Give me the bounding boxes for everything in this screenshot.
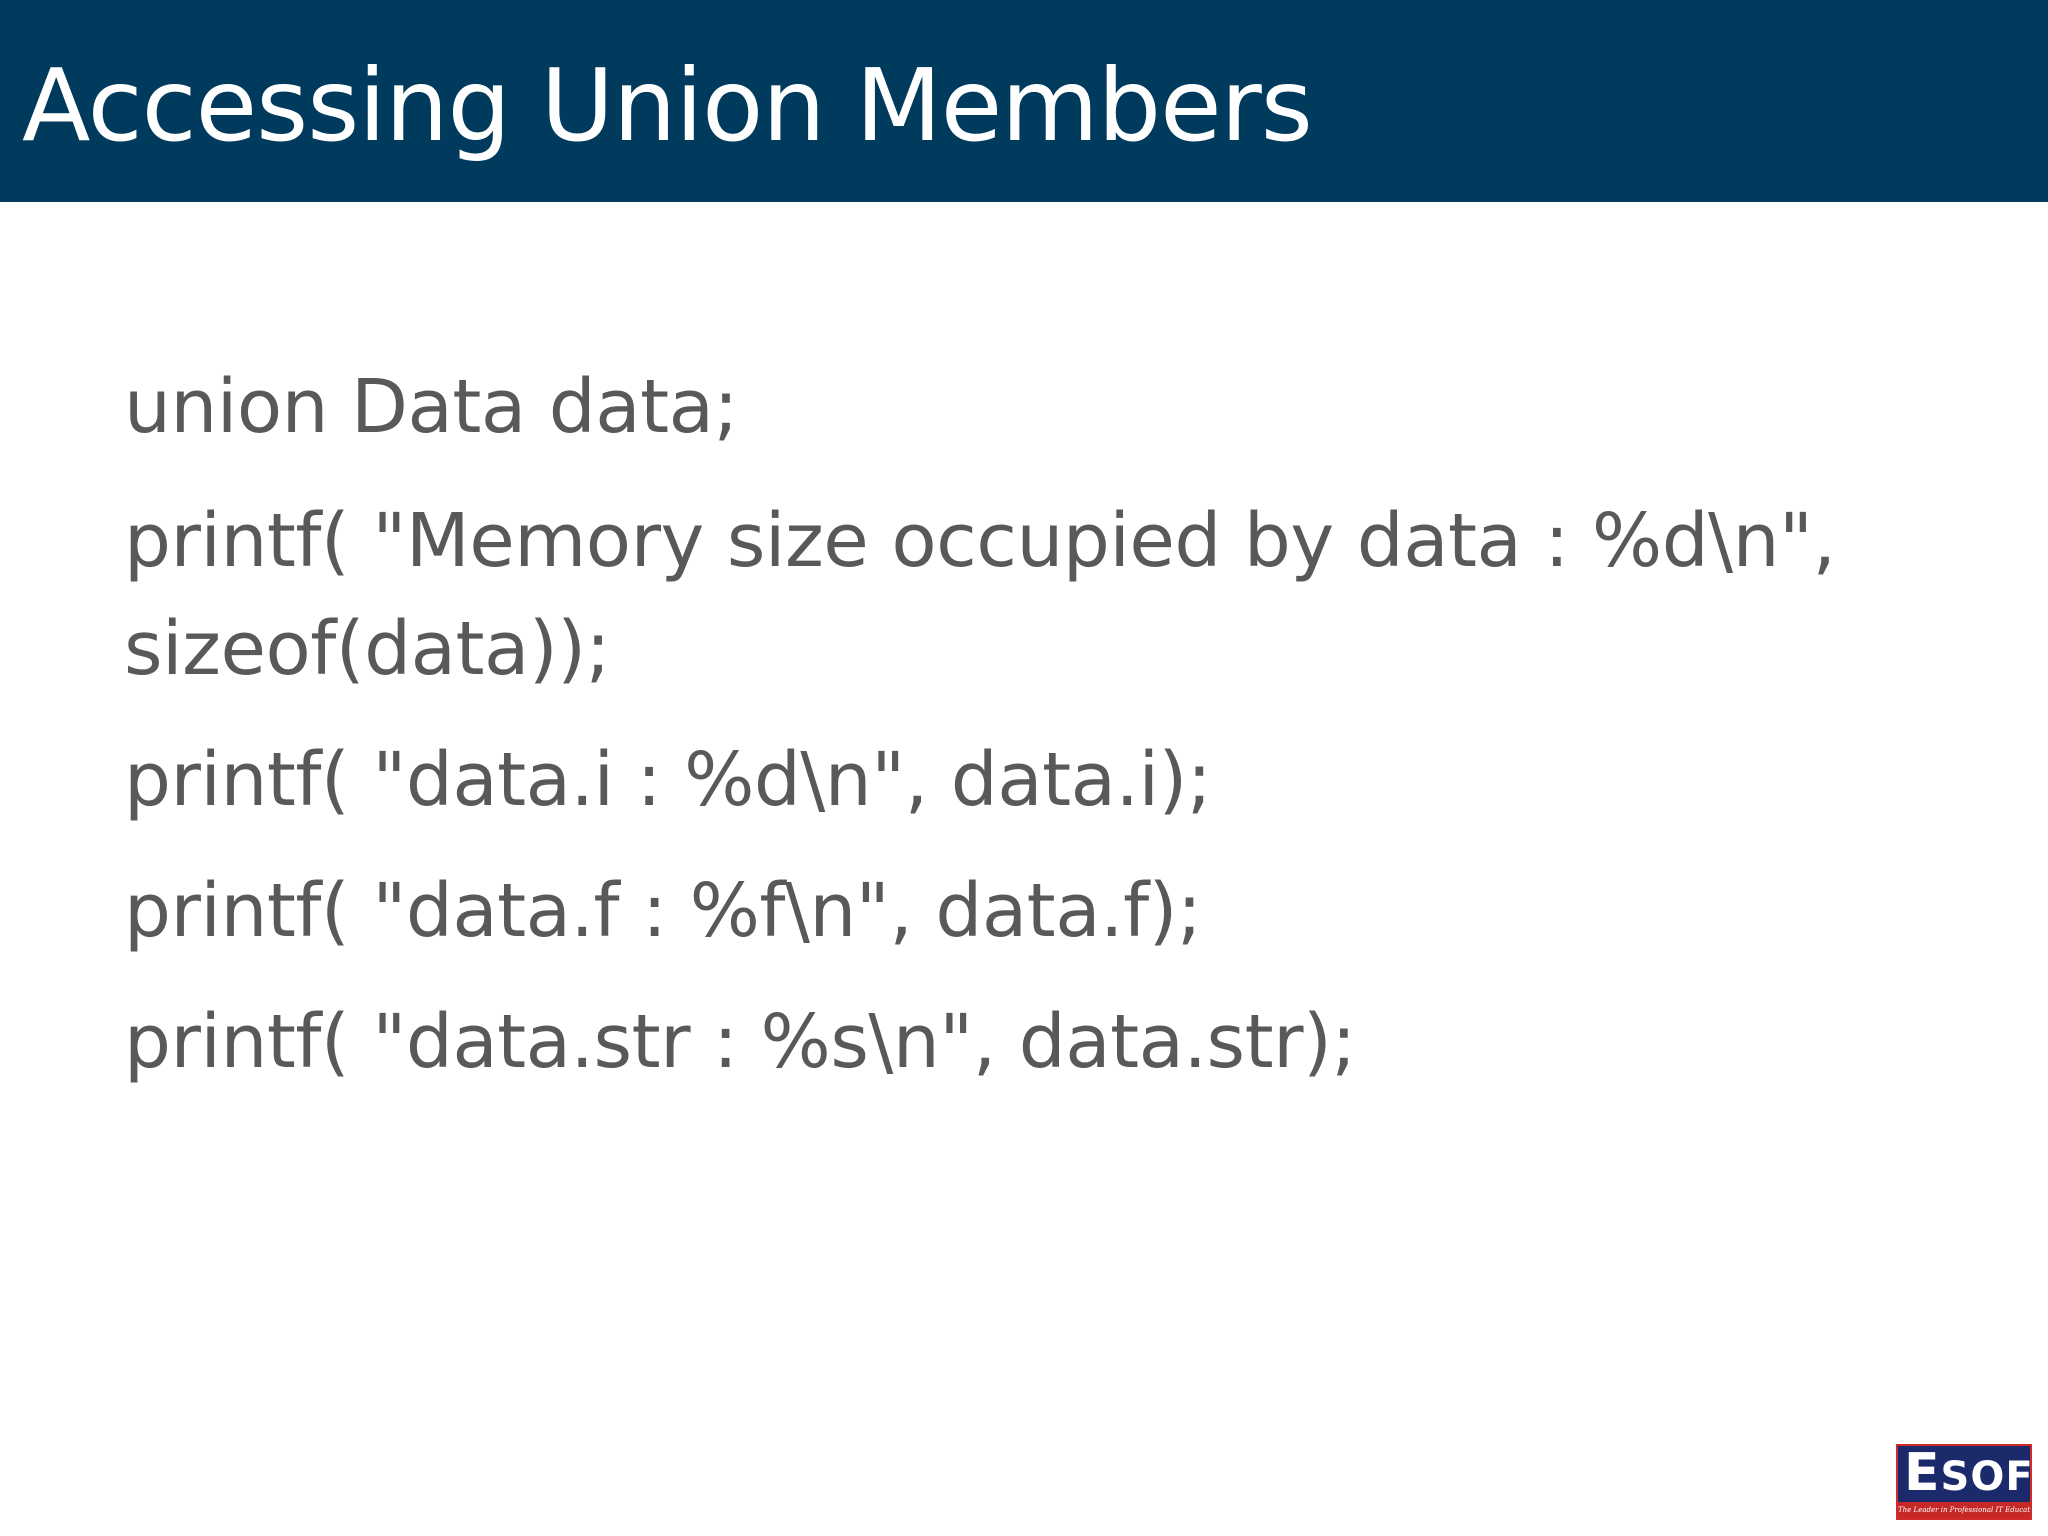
- code-line-printf-data-i: printf( "data.i : %d\n", data.i);: [124, 737, 1212, 823]
- code-line-printf-memory-size: printf( "Memory size occupied by data : …: [124, 498, 1836, 584]
- logo-wordmark-initial: E: [1904, 1443, 1941, 1503]
- code-line-printf-data-str: printf( "data.str : %s\n", data.str);: [124, 999, 1356, 1085]
- logo-tagline: The Leader in Professional IT Education: [1898, 1502, 2030, 1518]
- slide-title: Accessing Union Members: [22, 47, 1313, 164]
- title-bar: Accessing Union Members: [0, 0, 2048, 202]
- code-line-printf-data-f: printf( "data.f : %f\n", data.f);: [124, 868, 1202, 954]
- code-line-union-declaration: union Data data;: [124, 364, 738, 450]
- code-line-sizeof: sizeof(data));: [124, 606, 611, 692]
